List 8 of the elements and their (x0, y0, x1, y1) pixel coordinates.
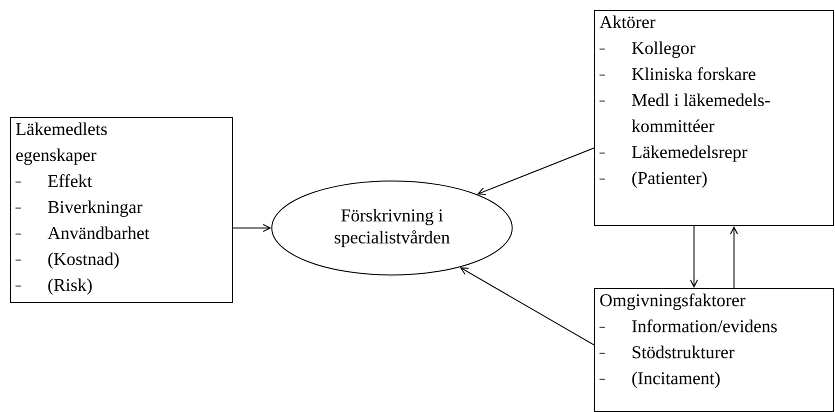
arrow (690, 226, 698, 288)
arrow (730, 226, 738, 288)
arrow (232, 224, 272, 232)
factor-box: Aktörer Kollegor Kliniska forskare Medl i läkemedels- kommittéer Läkemedelsrepr (Patienter) (594, 10, 834, 226)
arrow (460, 267, 594, 346)
arrow (477, 148, 594, 196)
factor-box: Läkemedlets egenskaper Effekt Biverkningar Användbarhet (Kostnad) (Risk) (10, 117, 233, 303)
factor-box: Omgivningsfaktorer Information/evidens Stödstrukturer (Incitament) (594, 288, 834, 412)
